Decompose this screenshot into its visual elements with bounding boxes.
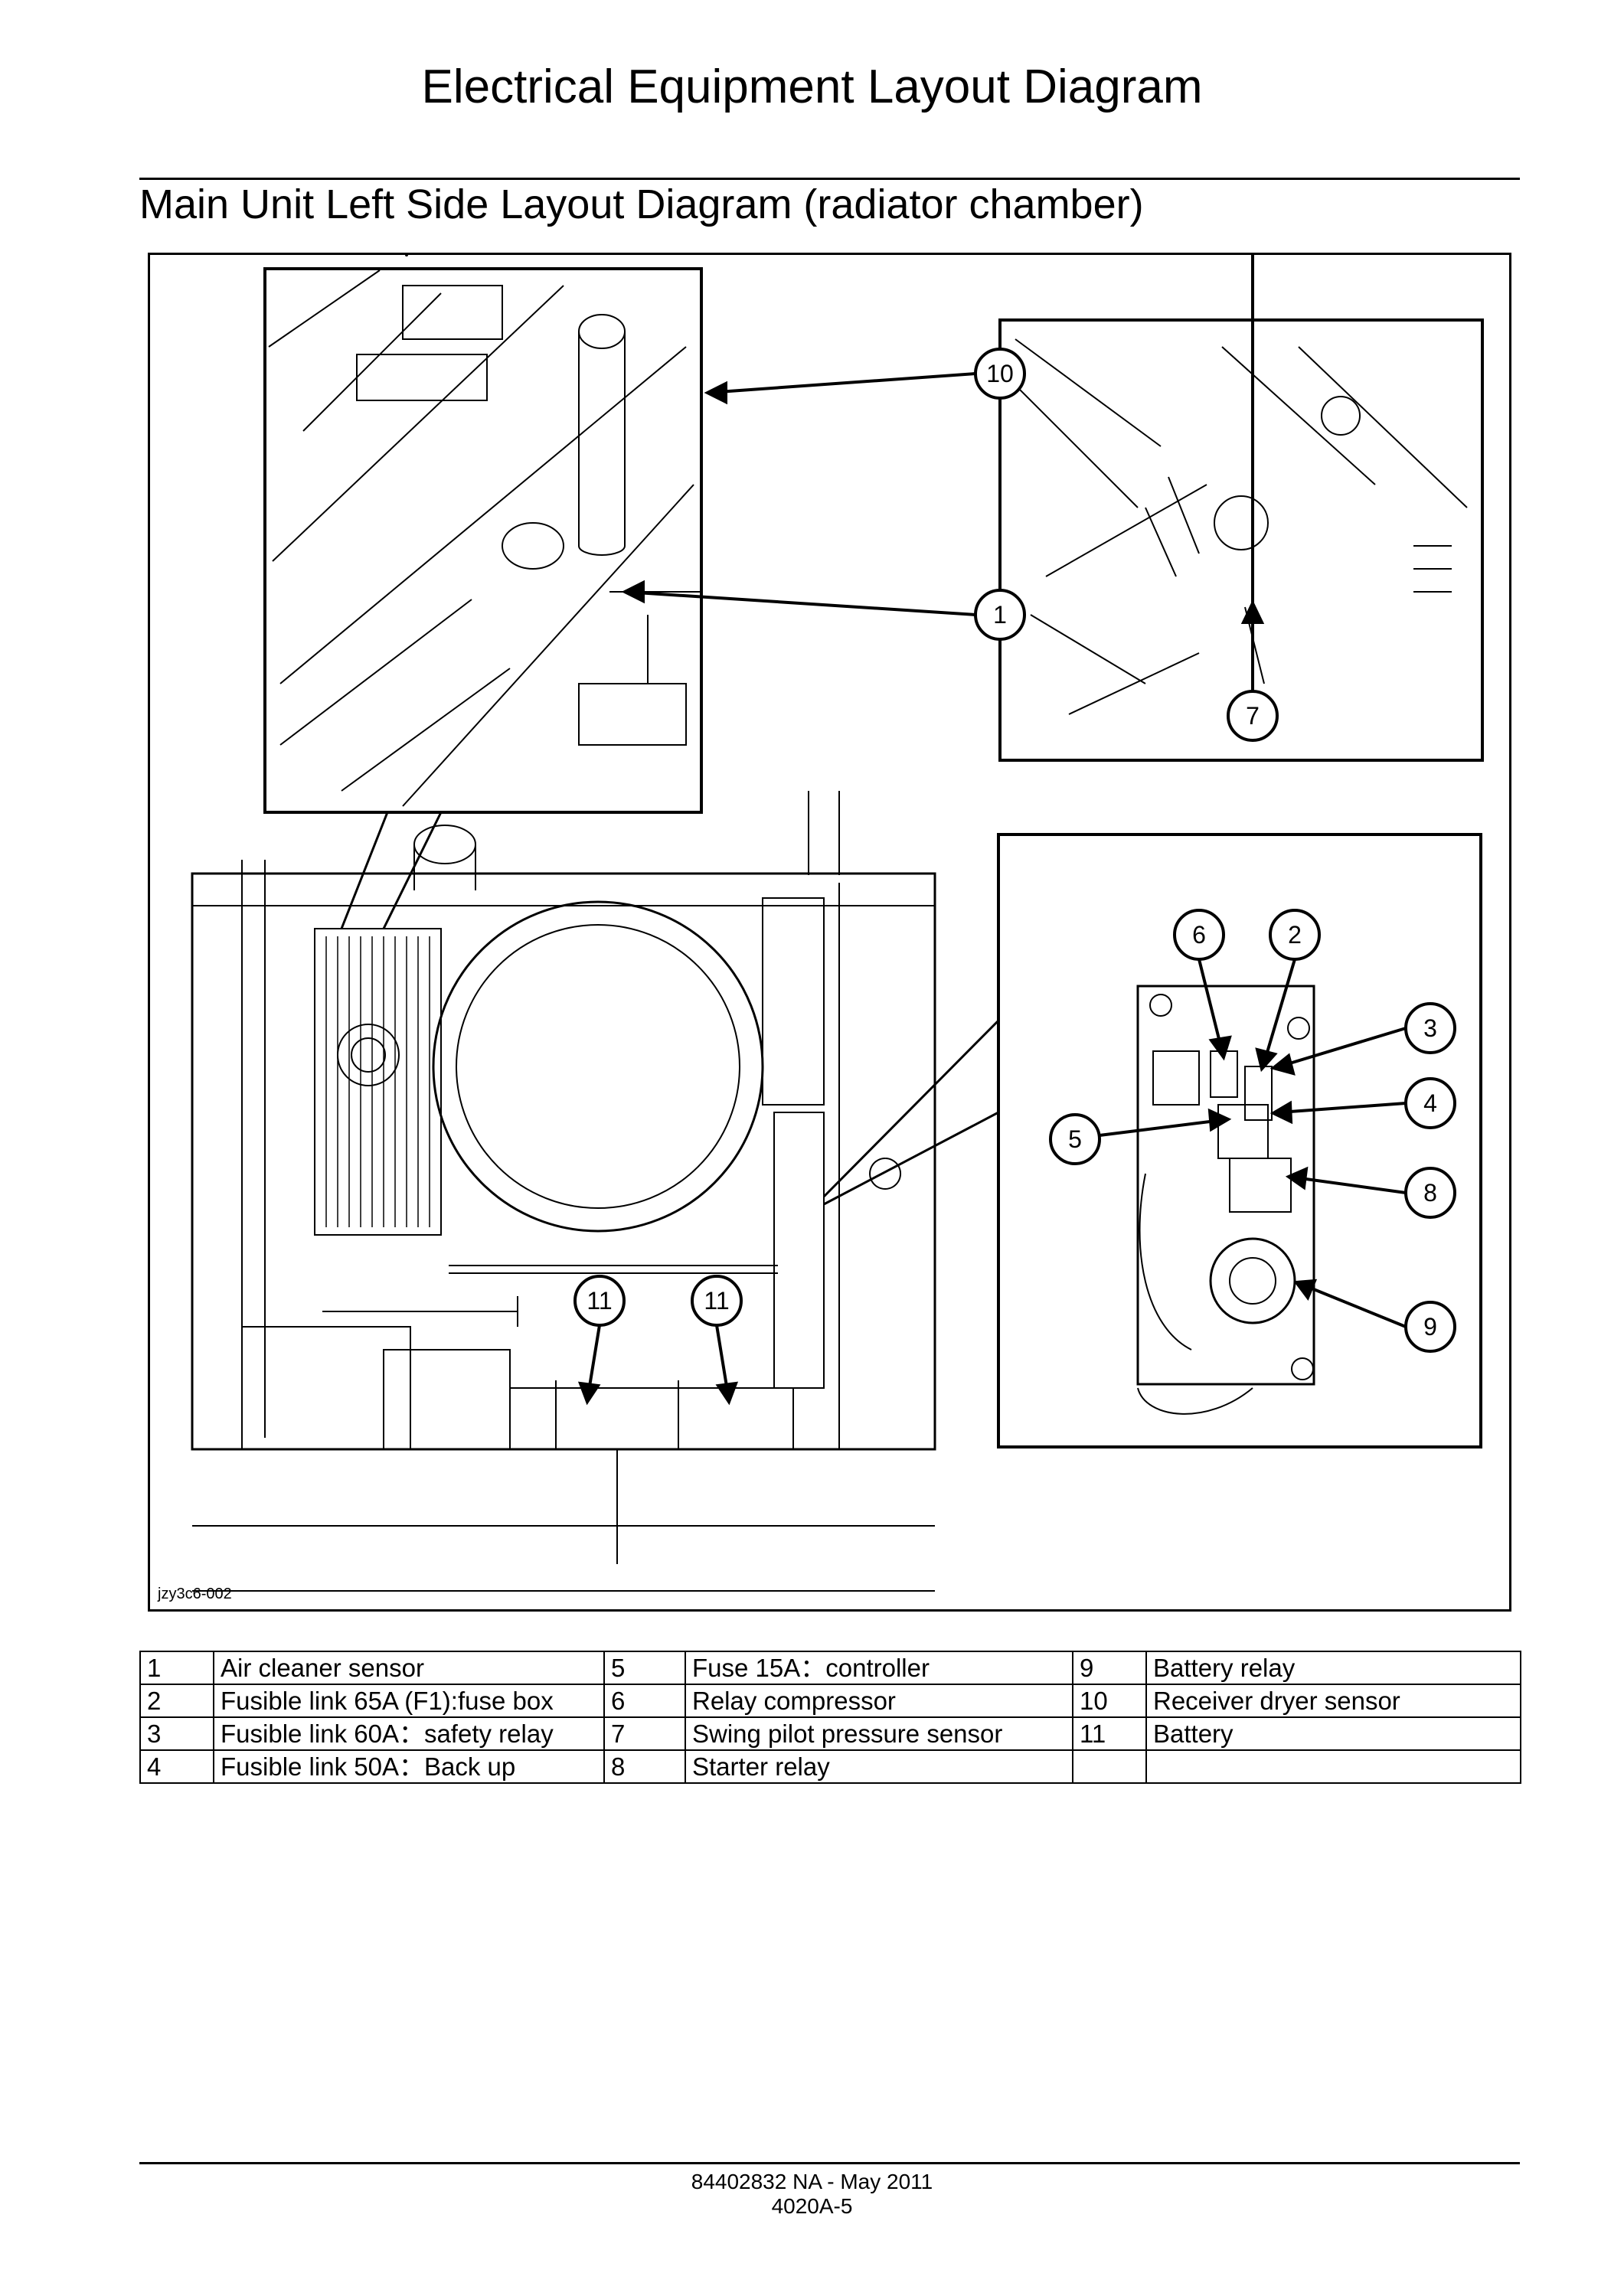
legend-item-label: Swing pilot pressure sensor — [685, 1716, 1073, 1751]
legend-item-number — [1072, 1749, 1147, 1784]
footer-page-number: 4020A-5 — [771, 2194, 853, 2218]
legend-item-number: 11 — [1072, 1716, 1147, 1751]
figure-code: jzy3c6-002 — [158, 1586, 232, 1602]
legend-item-number: 7 — [603, 1716, 686, 1751]
callout-3: 3 — [1423, 1014, 1437, 1042]
legend-item-label — [1145, 1749, 1521, 1784]
callout-7: 7 — [1246, 702, 1260, 730]
callout-6: 6 — [1192, 921, 1206, 949]
legend-item-label: Receiver dryer sensor — [1145, 1684, 1521, 1718]
legend-item-number: 10 — [1072, 1684, 1147, 1718]
section-title: Main Unit Left Side Layout Diagram (radi… — [139, 181, 1144, 227]
legend-item-label: Fusible link 60A：safety relay — [213, 1716, 605, 1751]
legend-item-label: Fusible link 50A：Back up — [213, 1749, 605, 1784]
legend-item-number: 1 — [139, 1651, 214, 1685]
legend-item-number: 8 — [603, 1749, 686, 1784]
header-rule — [139, 178, 1520, 180]
callout-8: 8 — [1423, 1179, 1437, 1207]
legend-item-label: Fuse 15A：controller — [685, 1651, 1073, 1685]
callout-10: 10 — [986, 360, 1014, 387]
footer-rule — [139, 2162, 1520, 2164]
legend-item-label: Fusible link 65A (F1):fuse box — [213, 1684, 605, 1718]
callout-11-right: 11 — [704, 1287, 729, 1315]
layout-diagram-figure: 10 1 7 6 2 3 4 5 8 9 11 11 jzy3c6-002 — [148, 253, 1511, 1612]
legend-item-number: 2 — [139, 1684, 214, 1718]
layout-diagram-drawing: 10 1 7 6 2 3 4 5 8 9 11 11 — [191, 255, 1484, 1592]
legend-item-number: 9 — [1072, 1651, 1147, 1685]
callout-2: 2 — [1288, 921, 1302, 949]
callout-1: 1 — [993, 601, 1007, 629]
legend-item-label: Starter relay — [685, 1749, 1073, 1784]
legend-item-number: 4 — [139, 1749, 214, 1784]
page-title: Electrical Equipment Layout Diagram — [421, 60, 1203, 113]
legend-item-number: 5 — [603, 1651, 686, 1685]
callout-9: 9 — [1423, 1313, 1437, 1341]
legend-item-label: Battery relay — [1145, 1651, 1521, 1685]
callout-11-left: 11 — [587, 1287, 612, 1315]
footer-doc-number: 84402832 NA - May 2011 — [691, 2170, 933, 2193]
legend-item-label: Air cleaner sensor — [213, 1651, 605, 1685]
legend-item-label: Relay compressor — [685, 1684, 1073, 1718]
callout-4: 4 — [1423, 1089, 1437, 1117]
callout-5: 5 — [1068, 1125, 1082, 1153]
legend-item-number: 3 — [139, 1716, 214, 1751]
legend-item-number: 6 — [603, 1684, 686, 1718]
legend-item-label: Battery — [1145, 1716, 1521, 1751]
